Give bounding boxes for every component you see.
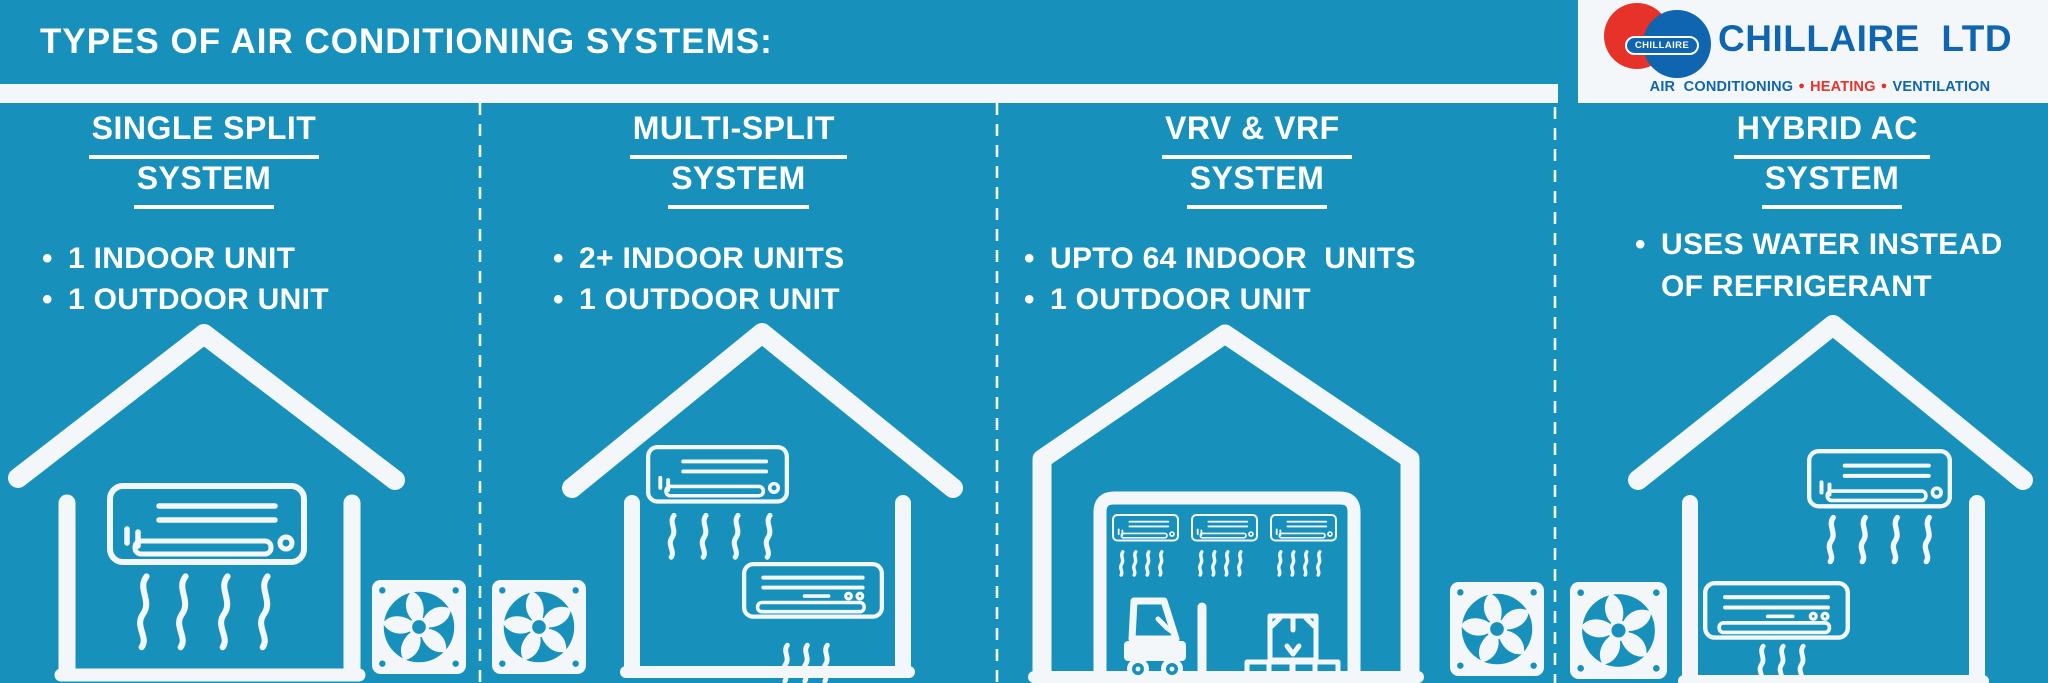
- bullet-text: 2+ INDOOR UNITS: [579, 242, 845, 275]
- title-line-2: SYSTEM: [1186, 156, 1328, 209]
- bullet-item: • USES WATER INSTEAD OF REFRIGERANT: [1635, 224, 2047, 308]
- bullet-item: • 2+ INDOOR UNITS: [553, 238, 844, 279]
- stacked-boxes-icon: [1244, 613, 1341, 683]
- logo-tagline: AIR CONDITIONING ● HEATING ● VENTILATION: [1606, 79, 2034, 95]
- title-line-1: SINGLE SPLIT: [88, 106, 320, 159]
- bullet-item: • 1 OUTDOOR UNIT: [1024, 279, 1416, 320]
- title-line-1: VRV & VRF: [1162, 106, 1352, 159]
- bullet-item: • 1 OUTDOOR UNIT: [553, 279, 844, 320]
- fan-outdoor-unit-icon: [1448, 580, 1546, 678]
- fan-outdoor-unit-icon: [370, 578, 468, 676]
- tagline-separator-dot: ●: [1880, 80, 1888, 92]
- logo-panel: CHILLAIRE CHILLAIRE LTD AIR CONDITIONING…: [1578, 0, 2048, 103]
- bullet-item: • 1 OUTDOOR UNIT: [42, 279, 329, 320]
- bullet-marker: •: [553, 242, 564, 275]
- column-title-vrv-vrf: VRV & VRF SYSTEM: [999, 106, 1515, 209]
- tagline-ventilation: VENTILATION: [1892, 79, 1991, 95]
- title-line-2: SYSTEM: [133, 156, 275, 209]
- bullet-item: • 1 INDOOR UNIT: [42, 238, 329, 279]
- title-line-1: MULTI-SPLIT: [629, 106, 848, 159]
- house-outline-icon: [562, 323, 963, 678]
- bullet-list-hybrid-ac: • USES WATER INSTEAD OF REFRIGERANT: [1635, 224, 2047, 308]
- logo-company-name: CHILLAIRE LTD: [1718, 18, 2013, 59]
- bullet-marker: •: [1024, 283, 1035, 316]
- header-divider-strip: [0, 84, 1558, 103]
- ac-indoor-unit-icon: [1809, 451, 1950, 506]
- bullet-text: 1 INDOOR UNIT: [68, 242, 296, 275]
- bullet-list-vrv-vrf: • UPTO 64 INDOOR UNITS • 1 OUTDOOR UNIT: [1024, 238, 1416, 320]
- airflow-wave-icon: [140, 576, 267, 647]
- ac-indoor-unit-icon: [1705, 583, 1848, 637]
- bullet-text: UPTO 64 INDOOR UNITS: [1050, 242, 1416, 275]
- bullet-marker: •: [553, 283, 564, 316]
- airflow-wave-icon: [1829, 518, 1929, 562]
- bullet-list-single-split: • 1 INDOOR UNIT • 1 OUTDOOR UNIT: [42, 238, 329, 320]
- bullet-item: • UPTO 64 INDOOR UNITS: [1024, 238, 1416, 279]
- ac-indoor-unit-icon: [1270, 514, 1337, 542]
- logo-badge: CHILLAIRE: [1625, 36, 1699, 55]
- bullet-text: 1 OUTDOOR UNIT: [1050, 283, 1311, 316]
- page-title: TYPES OF AIR CONDITIONING SYSTEMS:: [40, 22, 773, 61]
- house-outline-icon: [8, 324, 405, 682]
- title-line-2: SYSTEM: [668, 156, 809, 209]
- ac-indoor-unit-icon: [110, 486, 304, 562]
- title-line-1: HYBRID AC: [1733, 106, 1931, 159]
- bullet-list-multi-split: • 2+ INDOOR UNITS • 1 OUTDOOR UNIT: [553, 238, 844, 320]
- tagline-heating: HEATING: [1810, 79, 1876, 95]
- bullet-text: 1 OUTDOOR UNIT: [68, 283, 329, 316]
- ac-indoor-unit-icon: [1112, 514, 1179, 542]
- column-title-single-split: SINGLE SPLIT SYSTEM: [0, 106, 408, 209]
- bullet-text: USES WATER INSTEAD OF REFRIGERANT: [1661, 228, 2012, 303]
- tagline-separator-dot: ●: [1798, 80, 1806, 92]
- bullet-marker: •: [42, 242, 53, 275]
- forklift-icon: [1124, 597, 1242, 680]
- fan-outdoor-unit-icon: [490, 578, 588, 676]
- ac-indoor-unit-icon: [648, 447, 787, 501]
- house-outline-icon: [1628, 315, 2033, 683]
- tagline-air-conditioning: AIR CONDITIONING: [1649, 79, 1794, 95]
- column-title-multi-split: MULTI-SPLIT SYSTEM: [482, 106, 995, 209]
- column-title-hybrid-ac: HYBRID AC SYSTEM: [1622, 106, 2042, 209]
- warehouse-door-icon: [1093, 491, 1361, 683]
- airflow-wave-icon: [1118, 550, 1322, 577]
- bullet-marker: •: [1024, 242, 1035, 275]
- ac-indoor-unit-icon: [1191, 514, 1258, 542]
- ac-indoor-unit-icon: [744, 564, 882, 617]
- bullet-marker: •: [1635, 228, 1646, 261]
- fan-outdoor-unit-icon: [1568, 580, 1669, 681]
- airflow-wave-icon: [670, 515, 770, 557]
- bullet-text: 1 OUTDOOR UNIT: [579, 283, 840, 316]
- title-line-2: SYSTEM: [1761, 156, 1903, 209]
- bullet-marker: •: [42, 283, 53, 316]
